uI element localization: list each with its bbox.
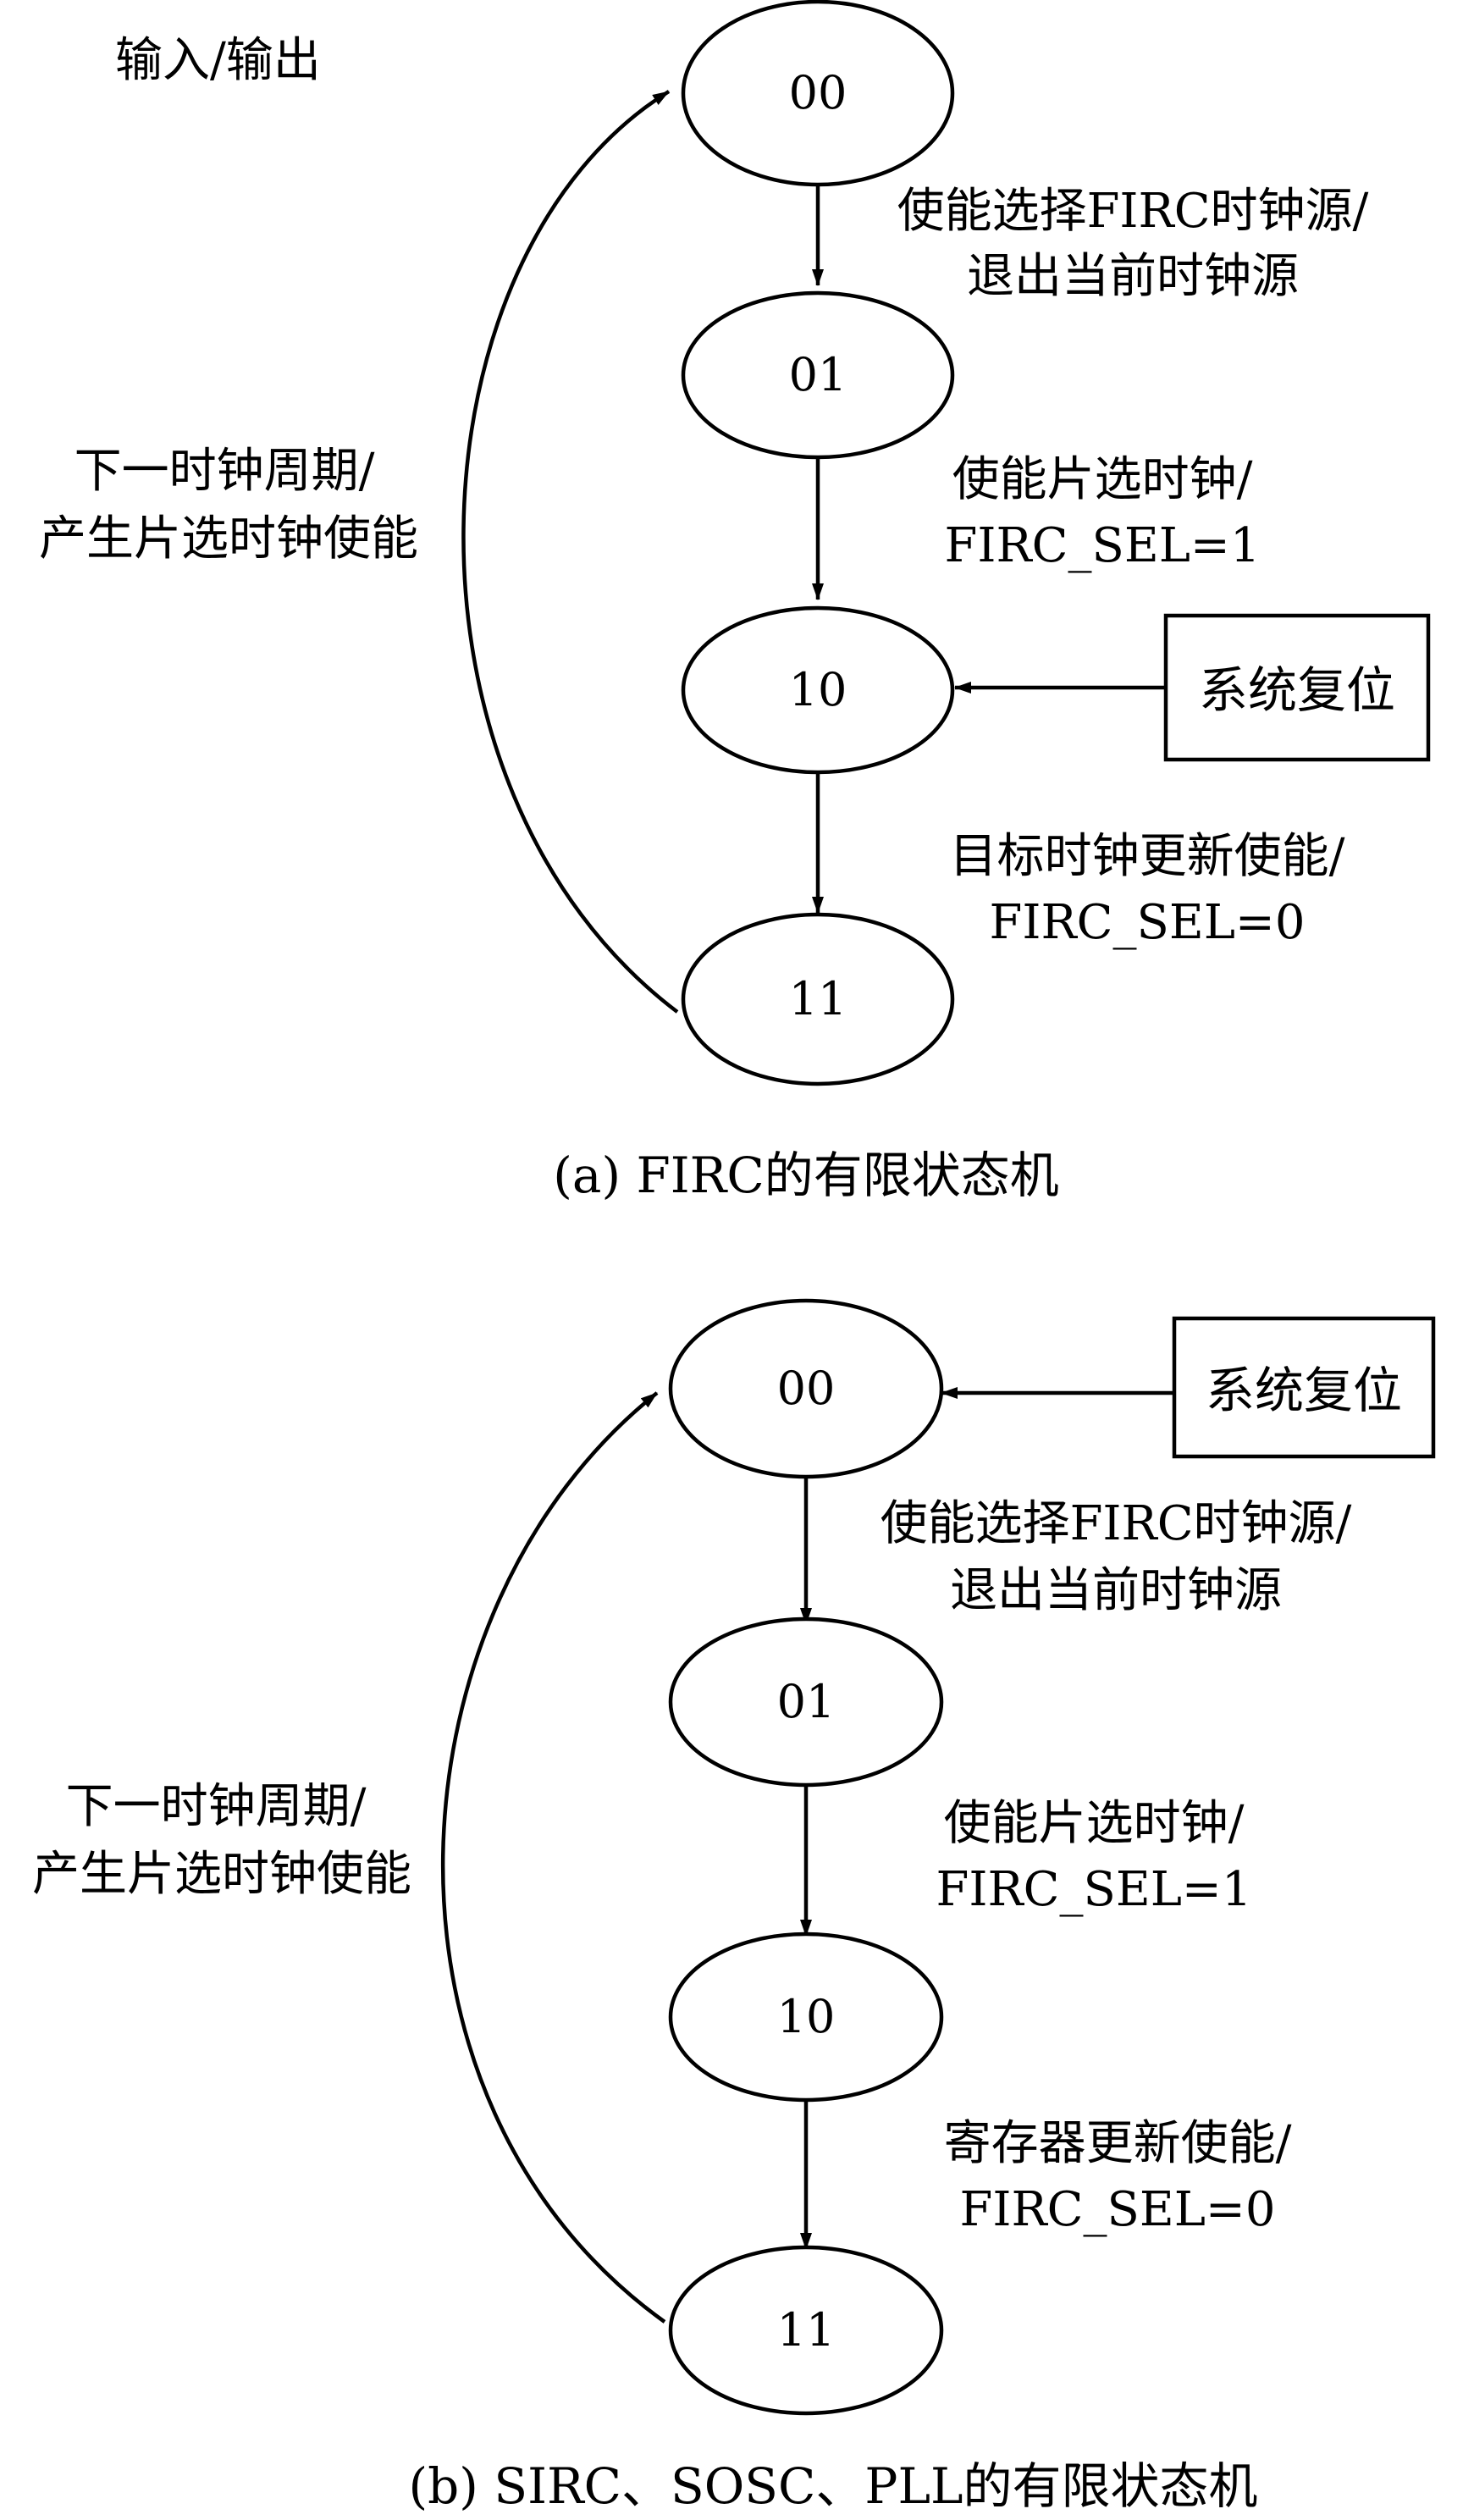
- state-b-00: 00: [668, 1298, 944, 1479]
- transition-label-a-1-line1: 使能选择FIRC时钟源/: [897, 184, 1369, 239]
- transition-label-b-3-line1: 寄存器更新使能/: [944, 2116, 1292, 2171]
- legend-label: 输入/输出: [115, 33, 321, 88]
- state-b-10: 10: [668, 1931, 944, 2103]
- state-label: 11: [777, 2303, 836, 2357]
- state-b-11: 11: [668, 2245, 944, 2416]
- panel-b: 00 01 10 11 系统复位 使能选择FIRC时钟源/ 退出当前时钟源 使能…: [32, 1298, 1436, 2515]
- caption-a: (a) FIRC的有限状态机: [553, 1147, 1058, 1204]
- loop-label-b-line2: 产生片选时钟使能: [32, 1847, 411, 1902]
- state-a-10: 10: [681, 605, 955, 775]
- panel-a: 00 01 10 11 系统复位 使能选择FIRC时钟源/ 退出当前时钟源 使能…: [39, 0, 1431, 1204]
- caption-b: (b) SIRC、SOSC、PLL的有限状态机: [409, 2457, 1258, 2515]
- transition-label-b-1-line2: 退出当前时钟源: [950, 1563, 1282, 1618]
- state-label: 10: [777, 1990, 836, 2043]
- reset-box-a: 系统复位: [1163, 613, 1431, 762]
- state-label: 00: [789, 66, 847, 119]
- transition-label-b-2-line2: FIRC_SEL=1: [936, 1862, 1252, 1917]
- transition-label-a-3-line1: 目标时钟更新使能/: [950, 829, 1345, 884]
- loop-label-a-line1: 下一时钟周期/: [75, 444, 375, 499]
- transition-label-a-1-line2: 退出当前时钟源: [967, 249, 1299, 304]
- loop-label-b-line1: 下一时钟周期/: [66, 1779, 367, 1834]
- transition-label-a-2-line1: 使能片选时钟/: [952, 452, 1253, 507]
- transition-label-b-2-line1: 使能片选时钟/: [944, 1796, 1245, 1851]
- state-a-01: 01: [681, 290, 955, 460]
- reset-box-label: 系统复位: [1199, 661, 1395, 719]
- state-label: 00: [777, 1362, 836, 1415]
- state-label: 01: [777, 1675, 836, 1728]
- transition-label-b-3-line2: FIRC_SEL=0: [960, 2182, 1276, 2237]
- state-label: 10: [789, 663, 847, 716]
- edge-a-loop: [461, 90, 679, 1014]
- state-label: 01: [789, 348, 847, 401]
- state-b-01: 01: [668, 1616, 944, 1788]
- state-a-11: 11: [681, 912, 955, 1086]
- transition-label-a-2-line2: FIRC_SEL=1: [945, 518, 1261, 573]
- reset-box-label: 系统复位: [1206, 1362, 1402, 1419]
- transition-label-a-3-line2: FIRC_SEL=0: [990, 895, 1306, 950]
- reset-box-b: 系统复位: [1172, 1316, 1436, 1459]
- loop-label-a-line2: 产生片选时钟使能: [39, 511, 418, 566]
- edge-b-loop: [441, 1391, 666, 2324]
- state-label: 11: [789, 972, 847, 1025]
- transition-label-b-1-line1: 使能选择FIRC时钟源/: [881, 1496, 1352, 1551]
- state-a-00: 00: [681, 0, 955, 187]
